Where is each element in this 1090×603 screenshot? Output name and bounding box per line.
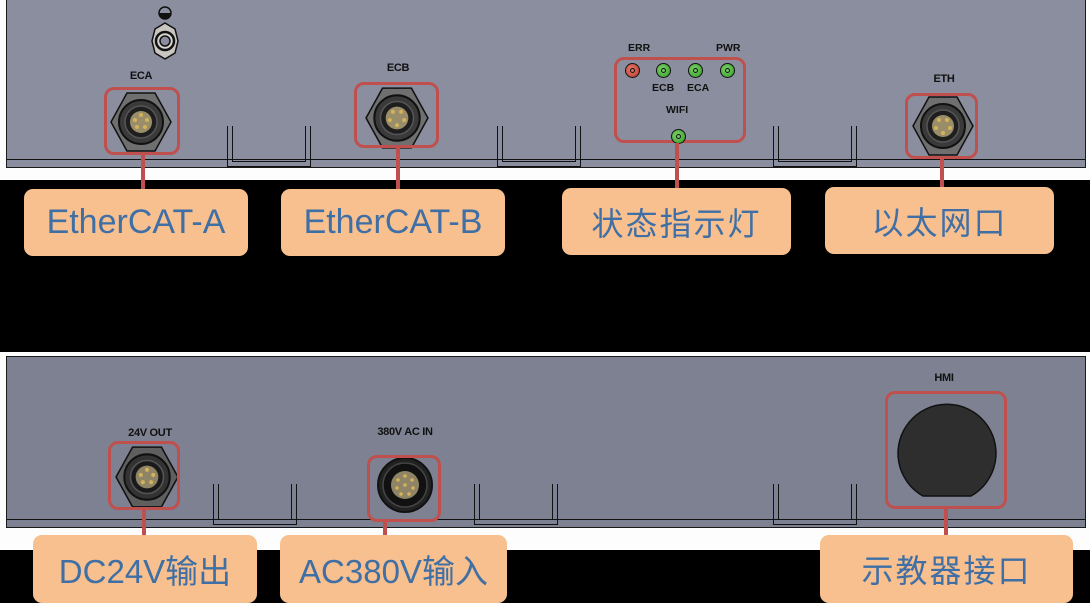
ecb-silkscreen: ECB: [386, 62, 410, 74]
eca-silkscreen: ECA: [129, 70, 153, 82]
led-label-ecb: ECB: [652, 82, 675, 94]
ground-screw-icon: [151, 6, 179, 60]
bottom-rail: [7, 159, 1085, 160]
top-panel: ECA ECB ERR PWR ECB ECA WIFI ETH: [0, 0, 1090, 189]
dc24v-callout: [108, 441, 180, 510]
eth-connector-line: [940, 159, 944, 189]
eca-callout: [104, 87, 180, 155]
m12-connector-icon: [110, 92, 172, 152]
ecb-led-indicator: [656, 63, 671, 78]
tag-ethernet: 以太网口: [825, 187, 1054, 254]
m12-connector-icon: [365, 87, 429, 149]
eth-callout: [905, 93, 978, 159]
eth-silkscreen: ETH: [933, 73, 955, 85]
led-label-wifi: WIFI: [666, 104, 689, 116]
m12-connector-icon: [115, 446, 179, 508]
hmi-callout: [885, 391, 1007, 509]
mounting-notch: [474, 484, 558, 525]
tag-ethercat-b: EtherCAT-B: [281, 189, 505, 256]
m12-connector-icon: [912, 96, 974, 156]
led-label-pwr: PWR: [716, 42, 741, 54]
hmi-connector-line: [944, 509, 948, 542]
tag-status-leds: 状态指示灯: [562, 188, 791, 255]
bottom-panel: 24V OUT 380V AC IN HMI: [0, 352, 1090, 550]
eca-connector-line: [141, 155, 145, 189]
tag-dc24v-output: DC24V输出: [33, 535, 257, 603]
hmi-port-icon: [897, 403, 997, 497]
led-label-eca: ECA: [687, 82, 710, 94]
ac380v-callout: [367, 455, 441, 522]
mounting-notch: [773, 126, 857, 167]
mounting-notch: [227, 126, 311, 167]
pwr-led-indicator: [720, 63, 735, 78]
mounting-notch: [213, 484, 297, 525]
ac380v-connector-line: [383, 522, 387, 542]
ac380v-silkscreen: 380V AC IN: [377, 426, 433, 438]
status-connector-line: [675, 143, 679, 189]
tag-hmi-interface: 示教器接口: [820, 535, 1073, 603]
mounting-notch: [497, 126, 581, 167]
dc24v-silkscreen: 24V OUT: [128, 427, 172, 439]
dc24v-connector-line: [142, 510, 146, 542]
tag-ethercat-a: EtherCAT-A: [24, 189, 248, 256]
eca-led-indicator: [688, 63, 703, 78]
tag-ac380v-input: AC380V输入: [280, 535, 507, 603]
wifi-led-indicator: [671, 129, 686, 144]
err-led-indicator: [625, 63, 640, 78]
ecb-connector-line: [396, 148, 400, 189]
ecb-callout: [354, 82, 439, 148]
led-label-err: ERR: [628, 42, 651, 54]
mounting-notch: [773, 484, 857, 525]
hmi-silkscreen: HMI: [934, 372, 954, 384]
circular-power-connector-icon: [377, 457, 433, 513]
